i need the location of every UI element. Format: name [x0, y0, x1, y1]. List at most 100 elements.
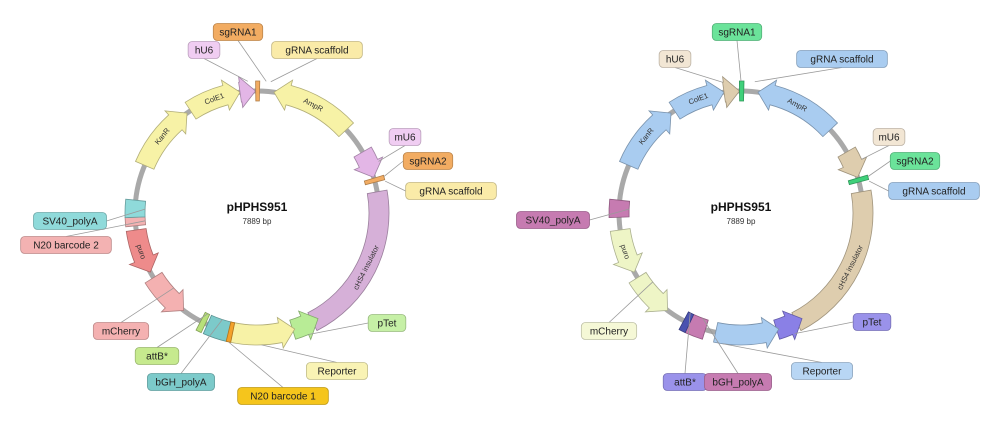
callout-box-sgrna2[interactable] [402, 152, 454, 170]
callout-box-mu6[interactable] [872, 128, 906, 146]
feature-hu6[interactable] [238, 75, 257, 109]
feature-reporter[interactable] [713, 316, 780, 350]
callout-label-attb: attB* [146, 352, 168, 363]
callout-box-bgh-polya[interactable] [704, 373, 772, 391]
leader-line [237, 40, 267, 82]
feature-reporter[interactable] [229, 316, 296, 350]
leader-line [684, 312, 691, 374]
callout-box-hu6[interactable] [658, 50, 692, 68]
leader-line [384, 180, 406, 192]
leader-line [722, 343, 823, 363]
callout-box-hu6[interactable] [187, 41, 221, 59]
feature-kanr[interactable] [618, 110, 672, 170]
leader-line [180, 319, 223, 374]
leader-line [203, 58, 248, 82]
callout-box-ptet[interactable] [852, 313, 892, 331]
plasmid-name: pHPHS951 [711, 200, 772, 214]
leader-line [261, 344, 338, 363]
callout-label-sv40-polya: SV40_polyA [42, 217, 97, 228]
feature-attb[interactable] [195, 311, 211, 334]
leader-line [868, 180, 889, 192]
feature-puro[interactable] [125, 228, 159, 273]
feature-sv40-polya[interactable] [124, 198, 147, 219]
callout-box-reporter[interactable] [791, 362, 854, 380]
plasmid-name: pHPHS951 [227, 200, 288, 214]
feature-sgrna2[interactable] [363, 174, 386, 186]
plasmid-size: 7889 bp [243, 217, 272, 226]
callout-box-bgh-polya[interactable] [147, 373, 215, 391]
callout-box-sgrna1[interactable] [212, 23, 264, 41]
feature-n20-barcode-2[interactable] [124, 216, 147, 228]
callout-box-ptet[interactable] [367, 314, 407, 332]
callout-box-grna-scaffold[interactable] [271, 41, 363, 59]
plasmid-size: 7889 bp [727, 217, 756, 226]
callout-box-mcherry[interactable] [580, 322, 638, 340]
feature-sv40-polya[interactable] [608, 198, 631, 219]
callout-box-sgrna1[interactable] [711, 23, 763, 41]
callout-label-grna-scaffold: gRNA scaffold [419, 187, 482, 198]
leader-line [120, 287, 174, 323]
leader-line [861, 145, 890, 160]
leader-line [674, 67, 723, 83]
callout-box-n20-barcode-2[interactable] [20, 236, 112, 254]
callout-box-mu6[interactable] [388, 128, 422, 146]
callout-box-grna-scaffold[interactable] [888, 182, 980, 200]
feature-hu6[interactable] [722, 75, 741, 109]
feature-ampr[interactable] [757, 79, 839, 138]
leader-line [65, 220, 146, 237]
feature-puro[interactable] [609, 228, 643, 273]
callout-label-reporter: Reporter [803, 367, 843, 378]
callout-label-n20-barcode-1: N20 barcode 1 [250, 392, 316, 403]
callout-box-sgrna2[interactable] [889, 152, 941, 170]
callout-box-grna-scaffold[interactable] [796, 50, 888, 68]
callout-label-grna-scaffold: gRNA scaffold [902, 187, 965, 198]
callout-label-mcherry: mCherry [590, 327, 628, 338]
callout-box-sv40-polya[interactable] [516, 211, 590, 229]
feature-mu6[interactable] [353, 146, 384, 178]
feature-chs4-insulator[interactable] [791, 189, 874, 332]
callout-label-attb: attB* [674, 378, 696, 389]
feature-ampr[interactable] [273, 79, 355, 138]
callout-label-grna-scaffold: gRNA scaffold [810, 55, 873, 66]
leader-line [702, 318, 739, 374]
callout-box-reporter[interactable] [305, 362, 368, 380]
callout-box-mcherry[interactable] [92, 322, 150, 340]
leader-line [228, 341, 284, 388]
leader-line [156, 313, 209, 348]
callout-label-sgrna2: sgRNA2 [896, 157, 934, 168]
callout-label-sgrna1: sgRNA1 [718, 28, 756, 39]
callout-label-n20-barcode-2: N20 barcode 2 [33, 241, 99, 252]
callout-box-attb[interactable] [134, 347, 180, 365]
callout-label-reporter: Reporter [318, 367, 358, 378]
callout-label-sgrna1: sgRNA1 [219, 28, 257, 39]
feature-sgrna1[interactable] [738, 80, 745, 102]
feature-mcherry[interactable] [628, 271, 668, 313]
callout-label-mu6: mU6 [394, 133, 416, 144]
feature-sgrna1[interactable] [255, 80, 261, 102]
callout-label-bgh-polya: bGH_polyA [155, 378, 206, 389]
leader-line [378, 145, 406, 162]
leader-line [106, 208, 146, 222]
leader-line [794, 321, 854, 334]
feature-mcherry[interactable] [144, 271, 184, 313]
feature-mu6[interactable] [837, 146, 868, 178]
callout-box-grna-scaffold[interactable] [405, 182, 497, 200]
feature-kanr[interactable] [134, 110, 188, 170]
callout-label-sv40-polya: SV40_polyA [525, 216, 580, 227]
leader-line [754, 67, 843, 83]
leader-line [270, 58, 318, 83]
callout-label-sgrna2: sgRNA2 [409, 157, 447, 168]
leader-line [383, 160, 404, 177]
callout-label-ptet: pTet [378, 319, 397, 330]
leader-line [308, 322, 369, 335]
callout-box-sv40-polya[interactable] [33, 212, 107, 230]
feature-chs4-insulator[interactable] [307, 189, 390, 332]
callout-label-mcherry: mCherry [102, 327, 140, 338]
leader-line [589, 208, 630, 221]
leader-line [608, 281, 654, 323]
callout-box-n20-barcode-1[interactable] [237, 387, 329, 405]
callout-label-mu6: mU6 [878, 133, 900, 144]
